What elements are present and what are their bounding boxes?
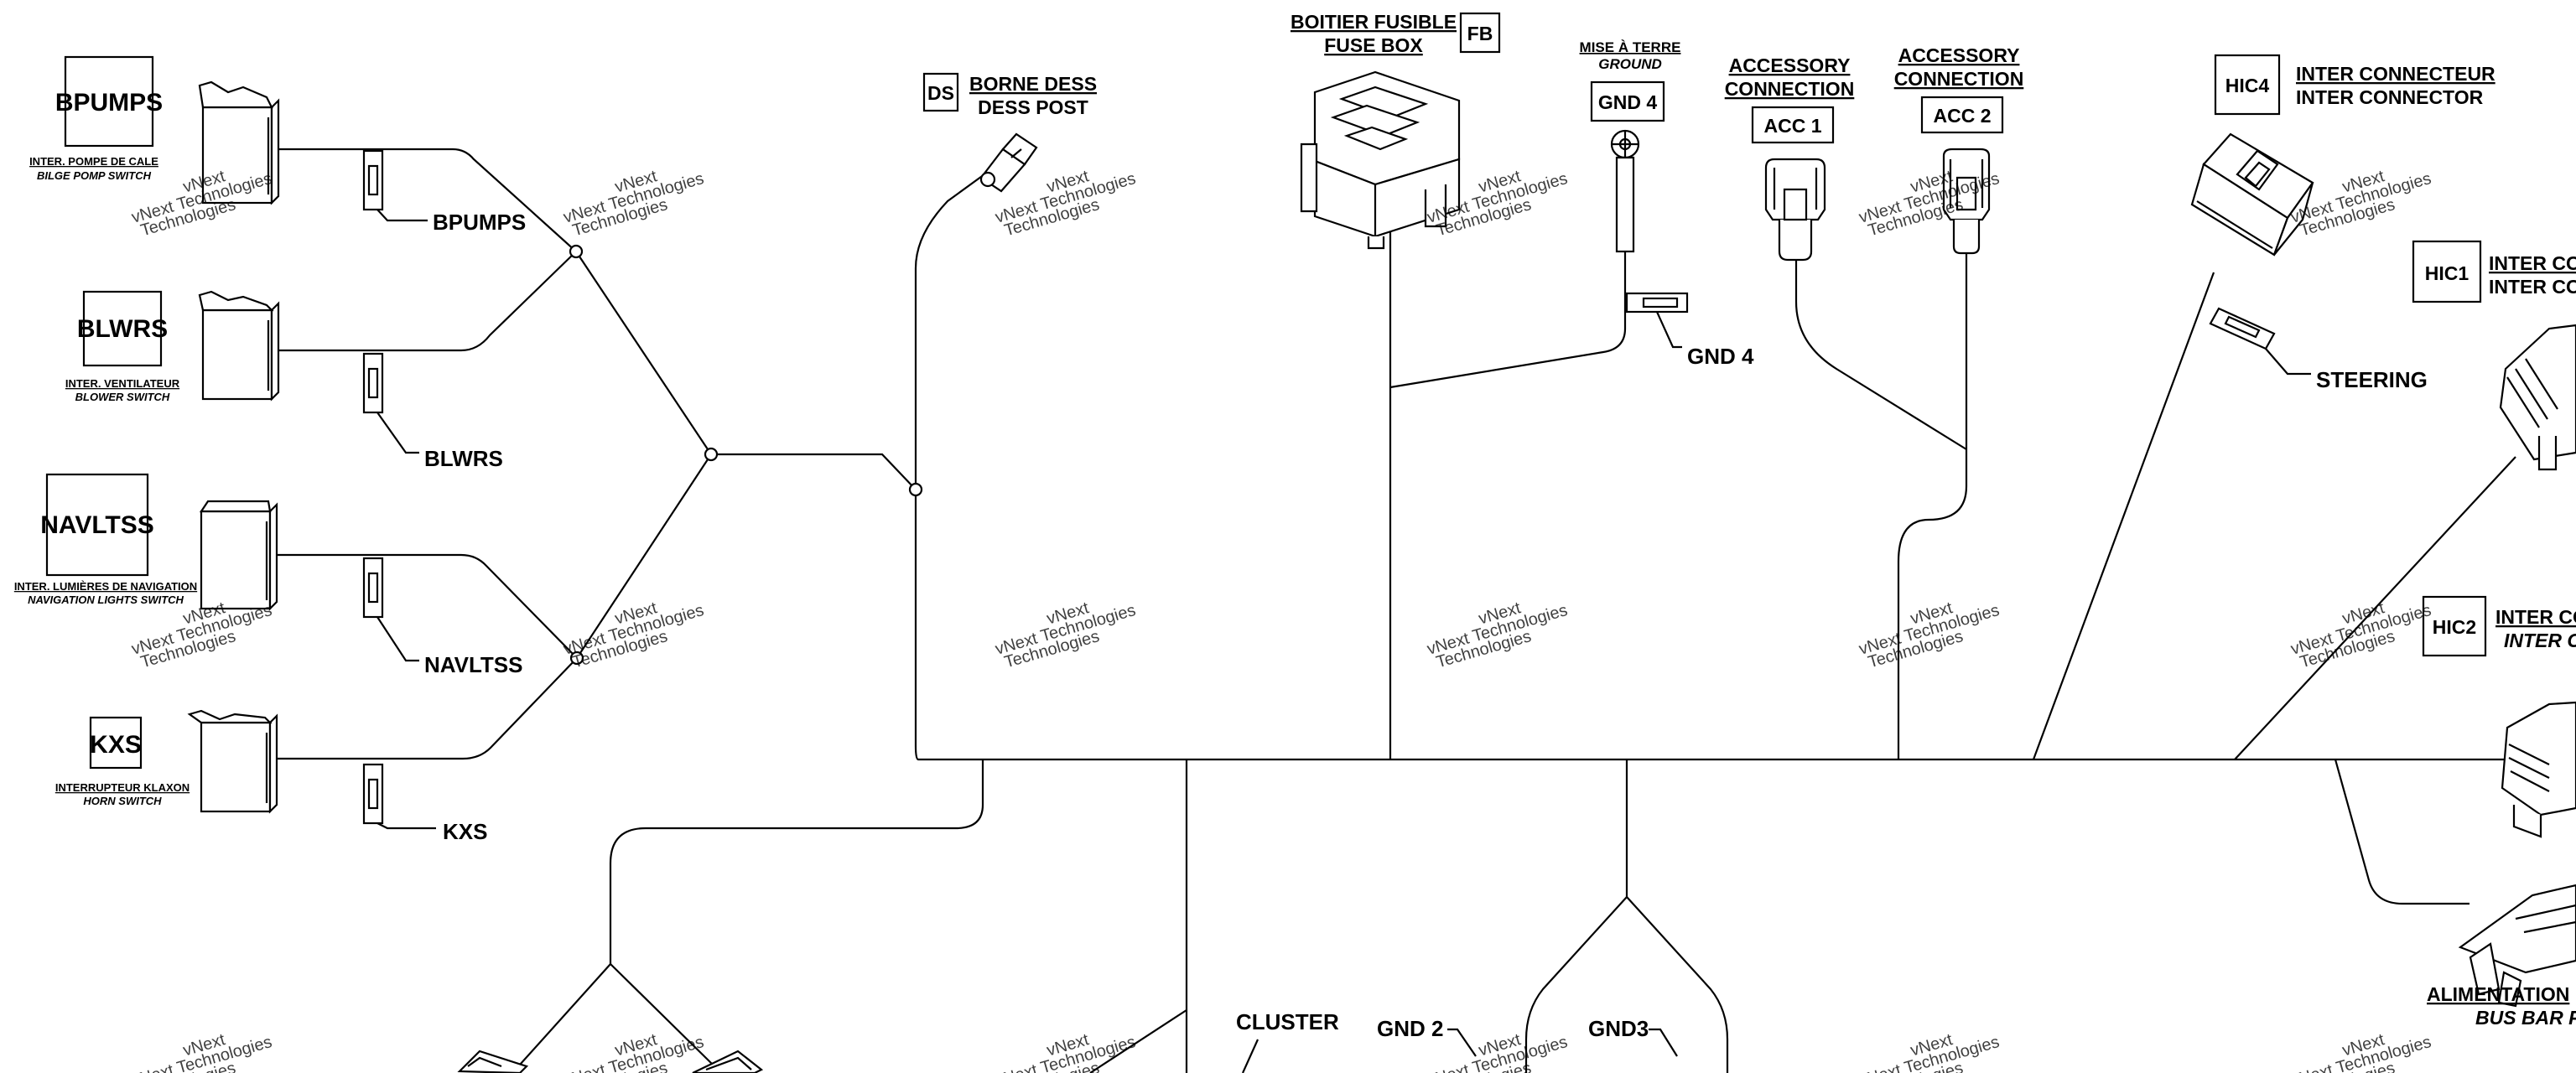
navltss-wire-marker [362,557,419,662]
hic4-connector-icon [2190,132,2314,257]
ds-code: DS [927,82,954,104]
hic4-component: HIC4 INTER CONNECTEUR INTER CONNECTOR ST… [2190,54,2496,392]
kxs-wire-marker [362,763,436,830]
hic1-code: HIC1 [2425,262,2470,284]
hic1-name-en: INTER CO [2489,276,2576,298]
navltss-wire-label: NAVLTSS [424,652,522,677]
splice-nodes [569,244,923,666]
navltss-code: NAVLTSS [40,511,154,539]
acc2-title-line1: ACCESSORY [1898,44,2020,66]
busbar-connector-icon [2458,884,2576,1008]
hic1-connector-icon [2499,324,2576,471]
steering-wire-marker [2209,307,2311,376]
acc2-connector-icon [1942,148,1991,255]
hic2-code: HIC2 [2433,616,2476,638]
bpumps-name-en: BILGE POMP SWITCH [37,169,152,182]
blwrs-name-en: BLOWER SWITCH [75,391,170,403]
kxs-code: KXS [90,731,142,759]
fb-code: FB [1467,23,1493,44]
gnd4-component: MISE À TERRE GROUND GND 4 GND 4 [1580,39,1754,369]
gnd4-wire-marker [1625,292,1689,349]
bpumps-code: BPUMPS [55,89,163,117]
hic1-component: HIC1 INTER CO INTER CO [2412,240,2576,471]
acc2-code: ACC 2 [1933,105,1991,127]
acc1-title-line2: CONNECTION [1725,78,1855,100]
bpumps-wire-label: BPUMPS [433,210,526,235]
blwrs-code: BLWRS [77,315,168,343]
cluster-wire-label: CLUSTER [1236,1009,1339,1034]
gnd3-wire-label: GND3 [1588,1016,1649,1041]
gnd4-wire-label: GND 4 [1687,344,1754,369]
navltss-name-fr: INTER. LUMIÈRES DE NAVIGATION [14,580,197,593]
hic1-name-fr: INTER CO [2489,252,2576,274]
kxs-name-en: HORN SWITCH [83,795,162,807]
acc2-component: ACCESSORY CONNECTION ACC 2 [1894,44,2024,255]
ds-name-fr: BORNE DESS [969,73,1097,95]
ground-terminal-icon [1610,129,1640,253]
acc1-connector-icon [1764,158,1826,262]
hic2-component: HIC2 INTER CO INTER C [2422,595,2576,838]
gnd4-code: GND 4 [1598,91,1658,113]
fuse-box-icon [1300,70,1461,250]
gnd4-name-fr: MISE À TERRE [1580,39,1681,55]
fb-component: BOITIER FUSIBLE FUSE BOX FB [1291,11,1501,250]
hic2-connector-icon [2501,701,2576,838]
ds-component: DS BORNE DESS DESS POST [922,72,1097,193]
busbar-name-en: BUS BAR P [2475,1007,2576,1029]
navltss-switch-icon [199,500,278,611]
busbar-name-fr: ALIMENTATION [2427,983,2569,1005]
blwrs-name-fr: INTER. VENTILATEUR [65,377,180,390]
blwrs-switch-icon [198,290,280,402]
gnd4-name-en: GROUND [1598,56,1662,72]
acc1-code: ACC 1 [1763,115,1821,137]
steering-wire-label: STEERING [2316,367,2428,392]
hic2-name-en: INTER C [2504,630,2576,651]
kxs-component: KXS INTERRUPTEUR KLAXON HORN SWITCH KXS [55,709,487,844]
blwrs-wire-marker [362,352,419,454]
blwrs-wire-label: BLWRS [424,446,503,471]
kxs-switch-icon [187,709,278,814]
kxs-wire-label: KXS [443,819,487,844]
acc2-title-line2: CONNECTION [1894,68,2024,90]
hic4-code: HIC4 [2225,75,2270,96]
hic2-name-fr: INTER CO [2496,606,2576,628]
bottom-wire-labels: CLUSTER GND 2 GND3 [1236,1009,1678,1073]
acc1-component: ACCESSORY CONNECTION ACC 1 [1725,54,1855,262]
navltss-name-en: NAVIGATION LIGHTS SWITCH [28,594,184,606]
fb-name-fr: BOITIER FUSIBLE [1291,11,1457,33]
blwrs-component: BLWRS INTER. VENTILATEUR BLOWER SWITCH B… [65,290,503,471]
lower-left-connectors [457,1050,764,1073]
fb-name-en: FUSE BOX [1324,34,1423,56]
busbar-component: ALIMENTATION BUS BAR P [2427,884,2576,1029]
kxs-name-fr: INTERRUPTEUR KLAXON [55,781,190,794]
hic4-name-en: INTER CONNECTOR [2296,86,2484,108]
gnd2-wire-label: GND 2 [1377,1016,1443,1041]
bpumps-name-fr: INTER. POMPE DE CALE [29,155,158,168]
navltss-component: NAVLTSS INTER. LUMIÈRES DE NAVIGATION NA… [14,473,522,677]
acc1-title-line1: ACCESSORY [1729,54,1851,76]
bpumps-component: BPUMPS INTER. POMPE DE CALE BILGE POMP S… [29,55,526,235]
hic4-name-fr: INTER CONNECTEUR [2296,63,2496,85]
bpumps-switch-icon [198,80,280,205]
ds-connector-icon [979,132,1038,193]
bpumps-wire-marker [362,149,428,222]
ds-name-en: DESS POST [978,96,1088,118]
